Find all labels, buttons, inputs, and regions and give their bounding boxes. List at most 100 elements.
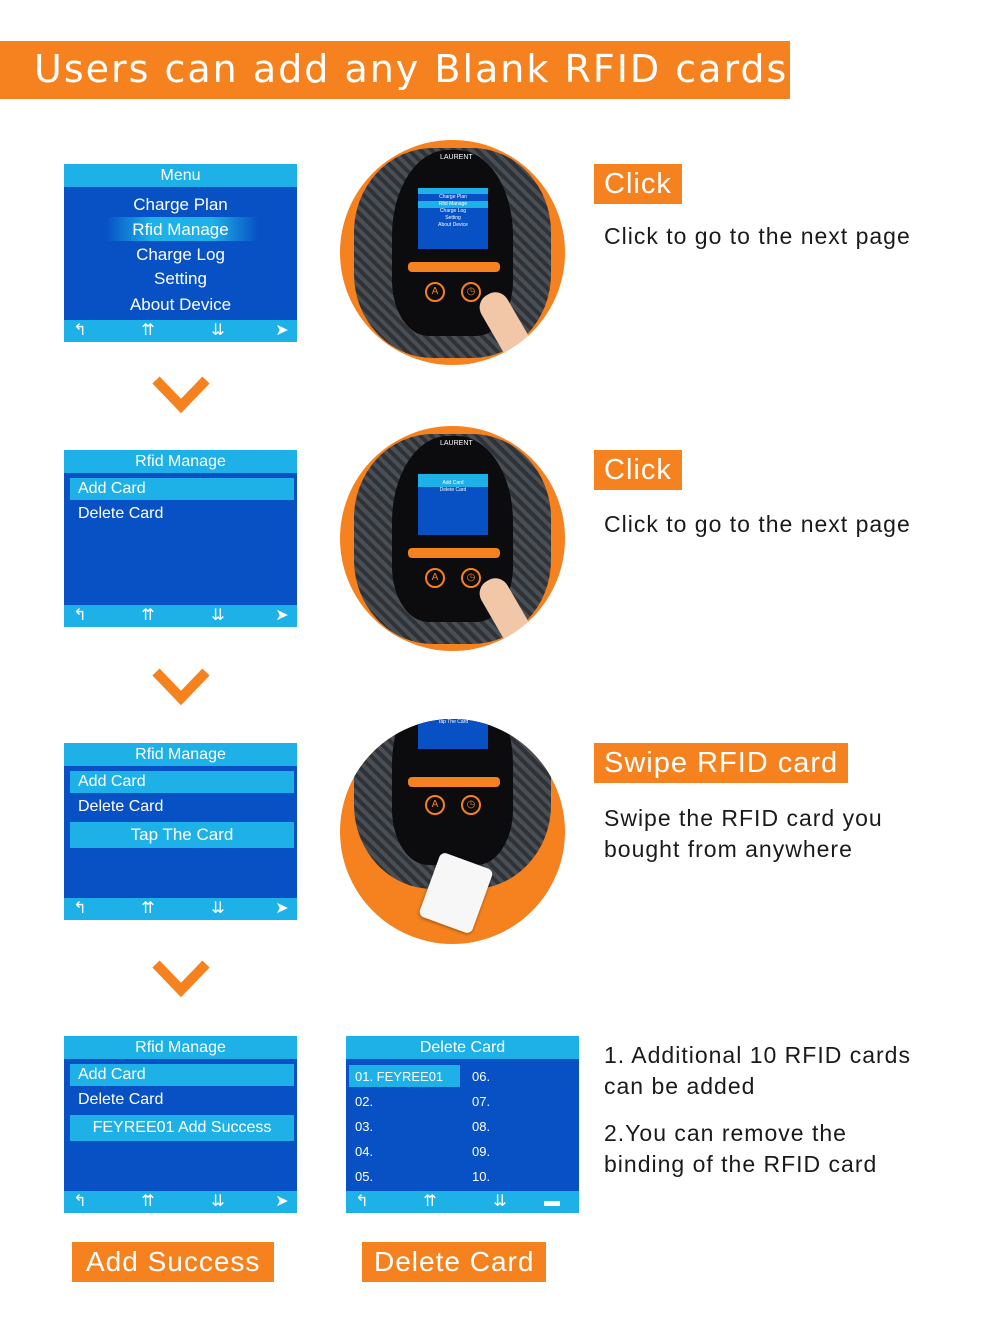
delete-card-label: Delete Card: [78, 798, 164, 815]
card-slot-label[interactable]: 05.: [355, 1169, 374, 1184]
menu-item-rfid-manage[interactable]: Rfid Manage: [132, 220, 229, 239]
caption-delete-card: Delete Card: [362, 1242, 547, 1282]
brand-logo: LAURENT: [440, 154, 473, 161]
scroll-up-icon[interactable]: ⇈: [141, 900, 155, 917]
card-slot-label: 01. FEYREE01: [355, 1069, 444, 1084]
auto-button-icon: A: [425, 795, 445, 815]
scroll-down-icon[interactable]: ⇊: [211, 900, 225, 917]
screen-footer: ↰ ⇈ ⇊ ➤: [64, 1191, 297, 1213]
screen-header: Menu: [64, 164, 297, 187]
card-slot-label[interactable]: 03.: [355, 1119, 374, 1134]
card-slot-label[interactable]: 10.: [472, 1169, 491, 1184]
tap-card-text: Tap The Card: [130, 825, 234, 844]
mini-tap-prompt: Tap The Card: [437, 719, 469, 725]
add-card-label: Add Card: [78, 773, 146, 790]
clock-button-icon: ◷: [461, 568, 481, 588]
step-tag-click: Click: [594, 450, 682, 490]
menu-item-charge-plan[interactable]: Charge Plan: [133, 195, 228, 214]
charger-mini-screen: Charge Plan Rfid Manage Charge Log Setti…: [418, 188, 488, 249]
note-1-line2: can be added: [604, 1073, 756, 1099]
scroll-down-icon[interactable]: ⇊: [211, 1193, 225, 1210]
note-1-line1: 1. Additional 10 RFID cards: [604, 1042, 911, 1068]
tap-card-prompt: Tap The Card: [70, 822, 294, 848]
screen-header: Rfid Manage: [64, 450, 297, 473]
screen-delete-card: Delete Card 01. FEYREE01 02. 03. 04. 05.…: [346, 1036, 579, 1213]
delete-card-item[interactable]: Delete Card: [70, 796, 294, 818]
charger-photo-swipe-card: Tap The Card A ◷: [340, 719, 565, 944]
scroll-up-icon[interactable]: ⇈: [141, 322, 155, 339]
charger-photo-menu: LAURENT Charge Plan Rfid Manage Charge L…: [340, 140, 565, 365]
step-tag-click: Click: [594, 164, 682, 204]
scroll-up-icon[interactable]: ⇈: [423, 1193, 437, 1210]
mini-menu-item: Charge Plan: [439, 194, 467, 200]
delete-card-item[interactable]: Delete Card: [70, 1089, 294, 1111]
charger-mini-screen: Add Card Delete Card: [418, 474, 488, 535]
mini-menu-item: Add Card: [418, 480, 488, 487]
menu-item-about-device[interactable]: About Device: [129, 295, 232, 314]
back-icon[interactable]: ↰: [355, 1193, 369, 1210]
enter-icon[interactable]: ➤: [275, 322, 289, 339]
add-card-item[interactable]: Add Card: [70, 771, 294, 793]
screen-footer: ↰ ⇈ ⇊ ➤: [64, 320, 297, 342]
menu-item-setting[interactable]: Setting: [154, 269, 207, 288]
auto-button-icon: A: [425, 282, 445, 302]
auto-button-icon: A: [425, 568, 445, 588]
scroll-down-icon[interactable]: ⇊: [211, 607, 225, 624]
card-slot-01[interactable]: [349, 1065, 460, 1087]
screen-footer: ↰ ⇈ ⇊ ➤: [64, 605, 297, 627]
scroll-up-icon[interactable]: ⇈: [141, 607, 155, 624]
clock-button-icon: ◷: [461, 795, 481, 815]
card-slot-label[interactable]: 08.: [472, 1119, 491, 1134]
delete-card-label: Delete Card: [78, 505, 164, 522]
minus-icon[interactable]: ▬: [544, 1193, 560, 1210]
step-tag-swipe: Swipe RFID card: [594, 743, 849, 783]
mini-menu-item: Delete Card: [439, 487, 467, 493]
step-desc-line1: Swipe the RFID card you: [604, 805, 883, 831]
screen-header: Delete Card: [346, 1036, 579, 1059]
chevron-down-icon: [152, 960, 210, 998]
card-slot-label[interactable]: 09.: [472, 1144, 491, 1159]
mini-menu-item: Rfid Manage: [418, 201, 488, 208]
mini-menu-item: Charge Log: [439, 208, 467, 214]
enter-icon[interactable]: ➤: [275, 900, 289, 917]
add-card-item[interactable]: Add Card: [70, 478, 294, 500]
enter-icon[interactable]: ➤: [275, 607, 289, 624]
back-icon[interactable]: ↰: [73, 607, 87, 624]
delete-card-label: Delete Card: [78, 1091, 164, 1108]
mini-menu-item: About Device: [438, 222, 468, 228]
step-desc: Click to go to the next page: [604, 223, 911, 249]
note-2-line2: binding of the RFID card: [604, 1151, 878, 1177]
enter-icon[interactable]: ➤: [275, 1193, 289, 1210]
screen-footer: ↰ ⇈ ⇊ ➤: [64, 898, 297, 920]
screen-footer: ↰ ⇈ ⇊ ▬: [346, 1191, 579, 1213]
menu-item-charge-log[interactable]: Charge Log: [136, 245, 225, 264]
back-icon[interactable]: ↰: [73, 1193, 87, 1210]
orange-light-band: [408, 262, 500, 272]
back-icon[interactable]: ↰: [73, 322, 87, 339]
delete-card-item[interactable]: Delete Card: [70, 503, 294, 525]
charger-photo-rfid-manage: LAURENT Add Card Delete Card A ◷: [340, 426, 565, 651]
orange-light-band: [408, 777, 500, 787]
screen-header: Rfid Manage: [64, 1036, 297, 1059]
screen-menu: Menu Charge Plan Rfid Manage Charge Log …: [64, 164, 297, 342]
back-icon[interactable]: ↰: [73, 900, 87, 917]
screen-tap-card: Rfid Manage Add Card Delete Card Tap The…: [64, 743, 297, 920]
add-success-status: FEYREE01 Add Success: [70, 1115, 294, 1141]
card-slot-label[interactable]: 07.: [472, 1094, 491, 1109]
add-card-label: Add Card: [78, 480, 146, 497]
scroll-down-icon[interactable]: ⇊: [493, 1193, 507, 1210]
screen-add-success: Rfid Manage Add Card Delete Card FEYREE0…: [64, 1036, 297, 1213]
screen-header: Rfid Manage: [64, 743, 297, 766]
mini-menu-item: Setting: [445, 215, 461, 221]
chevron-down-icon: [152, 668, 210, 706]
caption-add-success: Add Success: [72, 1242, 275, 1282]
step-desc-line2: bought from anywhere: [604, 836, 853, 862]
add-card-item[interactable]: Add Card: [70, 1064, 294, 1086]
card-slot-label[interactable]: 04.: [355, 1144, 374, 1159]
card-slot-label[interactable]: 06.: [472, 1069, 491, 1084]
scroll-up-icon[interactable]: ⇈: [141, 1193, 155, 1210]
add-card-label: Add Card: [78, 1066, 146, 1083]
card-slot-label[interactable]: 02.: [355, 1094, 374, 1109]
scroll-down-icon[interactable]: ⇊: [211, 322, 225, 339]
step-desc: Click to go to the next page: [604, 511, 911, 537]
